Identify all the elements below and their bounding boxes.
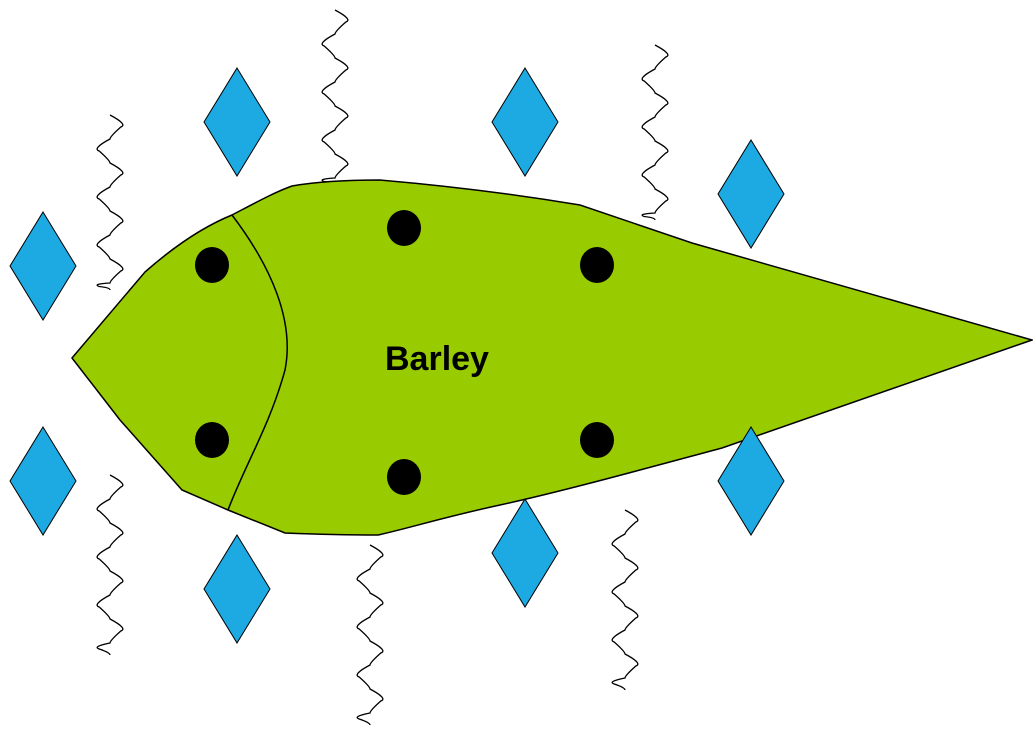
crystal xyxy=(718,140,784,248)
crystal xyxy=(10,212,76,320)
barley-seed: Barley xyxy=(72,180,1032,535)
wavy-line xyxy=(642,45,668,220)
crystal xyxy=(204,68,270,176)
seed-body xyxy=(72,180,1032,535)
crystal xyxy=(492,68,558,176)
crystal xyxy=(492,499,558,607)
wavy-line xyxy=(322,10,348,185)
dot xyxy=(387,210,421,246)
seed-label: Barley xyxy=(385,340,489,378)
wavy-line xyxy=(612,510,638,690)
dot xyxy=(195,422,229,458)
wavy-line xyxy=(97,475,123,655)
wavy-line xyxy=(357,545,383,725)
wavy-line xyxy=(97,115,123,290)
crystal xyxy=(10,427,76,535)
dot xyxy=(580,247,614,283)
dot xyxy=(580,422,614,458)
crystal xyxy=(204,535,270,643)
dot xyxy=(195,247,229,283)
dot xyxy=(387,459,421,495)
